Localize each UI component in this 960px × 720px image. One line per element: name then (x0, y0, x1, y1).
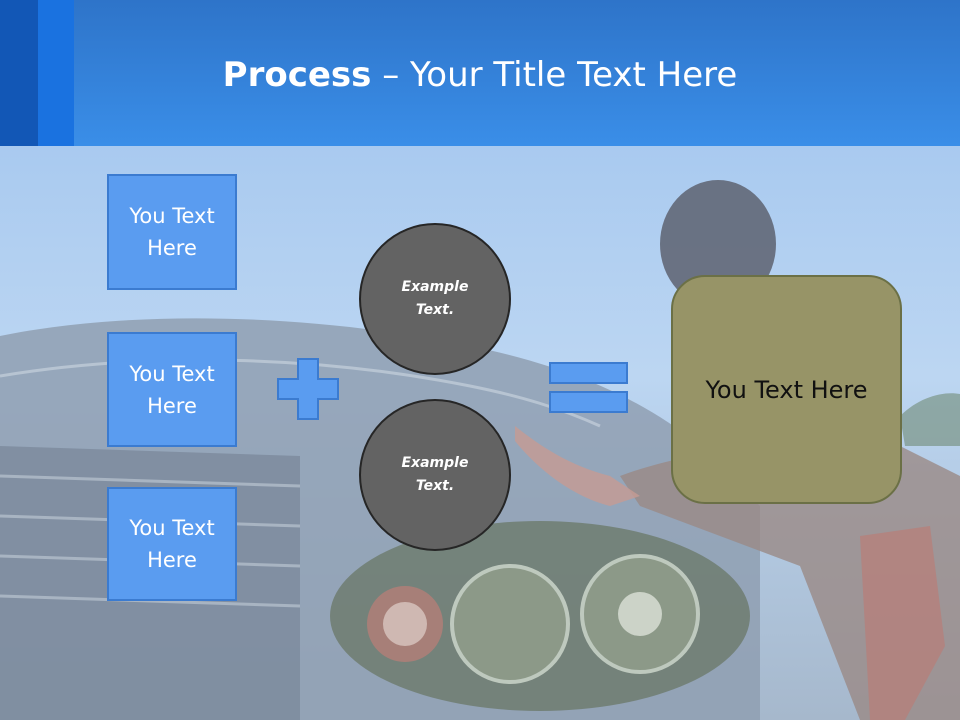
input-box-3: You Text Here (107, 487, 237, 601)
example-circle-1: Example Text. (359, 223, 511, 375)
slide-title: Process – Your Title Text Here (0, 50, 960, 100)
circle-label: Example Text. (401, 455, 469, 494)
circle-label: Example Text. (401, 279, 469, 318)
result-box: You Text Here (671, 275, 902, 504)
input-box-2: You Text Here (107, 332, 237, 447)
header-band: Process – Your Title Text Here (0, 0, 960, 146)
result-label: You Text Here (705, 375, 868, 404)
title-bold: Process (222, 55, 372, 95)
input-box-1: You Text Here (107, 174, 237, 290)
example-circle-2: Example Text. (359, 399, 511, 551)
header-accent-stripe-light (38, 0, 74, 146)
title-rest: Your Title Text Here (410, 55, 738, 95)
equals-icon (549, 362, 628, 413)
header-accent-stripe (0, 0, 38, 146)
input-box-label: You Text Here (129, 204, 215, 260)
input-box-label: You Text Here (129, 516, 215, 572)
input-box-label: You Text Here (129, 361, 215, 418)
title-separator: – (371, 55, 411, 95)
plus-icon (277, 358, 339, 420)
